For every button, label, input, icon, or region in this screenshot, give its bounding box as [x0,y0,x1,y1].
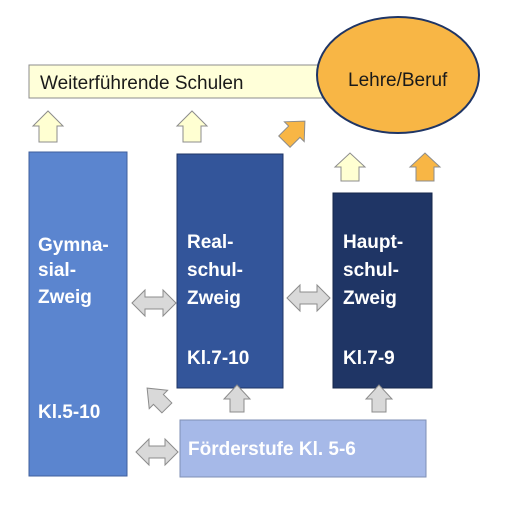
hauptschul-zweig-column [332,192,433,389]
hauptschul-line-2: schul- [343,260,399,281]
up-arrow-gymnasial [31,110,65,143]
diagonal-arrow-foerder-to-gym [146,387,173,414]
double-arrow-gym-foerder [135,437,179,467]
gymnasial-grades: Kl.5-10 [38,402,100,423]
hauptschul-grades: Kl.7-9 [343,348,395,369]
gymnasial-line-2: sial- [38,260,76,281]
realschul-line-2: schul- [187,260,243,281]
double-arrow-real-haupt [286,283,331,313]
up-arrow-hauptschul-yellow [333,152,367,182]
hauptschul-line-3: Zweig [343,288,397,309]
oval-lehre-beruf [316,16,480,134]
top-box-label: Weiterführende Schulen [40,73,244,94]
up-arrow-foerder-to-real [222,384,252,413]
double-arrow-gym-real [131,288,177,318]
oval-label: Lehre/Beruf [348,70,448,91]
up-arrow-realschul [175,110,209,143]
foerderstufe-box [179,419,427,478]
top-box-weiterfuehrende-schulen [28,64,352,99]
realschul-line-3: Zweig [187,288,241,309]
realschul-zweig-column [176,153,284,389]
realschul-grades: Kl.7-10 [187,348,249,369]
diagonal-arrow-real-to-beruf [278,120,306,148]
realschul-line-1: Real- [187,232,233,253]
gymnasial-line-3: Zweig [38,287,92,308]
up-arrow-hauptschul-orange [408,152,442,182]
gymnasial-line-1: Gymna- [38,235,109,256]
hauptschul-line-1: Haupt- [343,232,403,253]
up-arrow-foerder-to-haupt [364,384,394,413]
gymnasial-zweig-column [28,151,128,477]
foerderstufe-label: Förderstufe Kl. 5-6 [188,439,356,460]
